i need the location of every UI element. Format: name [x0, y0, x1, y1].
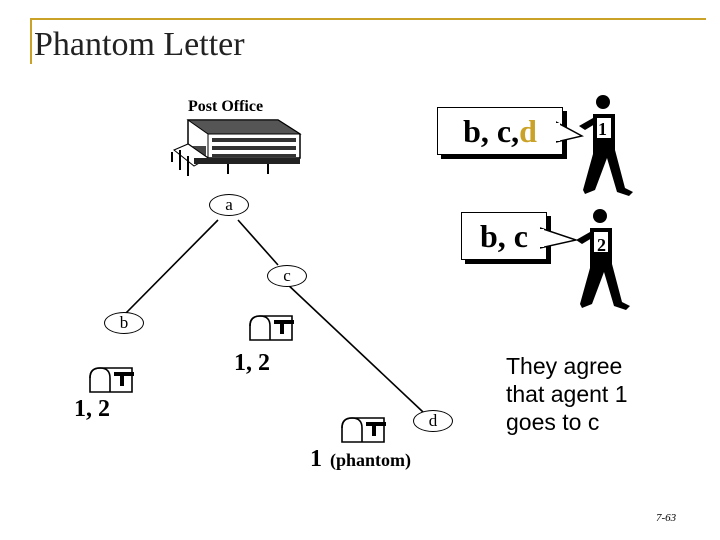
- edge-c-d: [284, 281, 424, 413]
- node-a: a: [209, 194, 249, 216]
- node-d: d: [413, 410, 453, 432]
- bubble-1-text: b, c,: [463, 112, 520, 149]
- mailbox-d-label: 1 (phantom): [310, 446, 411, 473]
- bubble-2-pointer: [540, 227, 579, 249]
- node-c: c: [267, 265, 307, 287]
- agent-2-number: 2: [597, 235, 606, 255]
- node-b: b: [104, 312, 144, 334]
- caption-line-1: They agree: [506, 353, 623, 379]
- mailbox-d-icon: [341, 417, 386, 443]
- slide-title: Phantom Letter: [34, 26, 245, 63]
- mailbox-c-label: 1, 2: [234, 350, 270, 376]
- agreement-caption: They agree that agent 1 goes to c: [506, 352, 706, 436]
- slide-number: 7-63: [656, 512, 677, 524]
- edge-a-b: [124, 219, 219, 315]
- edge-a-c: [237, 219, 279, 266]
- agent-1-number: 1: [598, 119, 607, 139]
- mailbox-c-icon: [249, 315, 294, 341]
- mailbox-b-icon: [89, 367, 134, 393]
- post-office-building-icon: [171, 119, 302, 176]
- agent-2-figure-icon: [576, 209, 630, 310]
- mailbox-d-phantom-note: (phantom): [330, 450, 412, 470]
- agent-1-figure-icon: [579, 95, 633, 196]
- speech-bubble-agent-1: b, c, d: [437, 107, 563, 155]
- bubble-1-highlight: d: [519, 112, 537, 149]
- caption-line-2: that agent 1: [506, 381, 628, 407]
- bubble-1-pointer: [556, 121, 584, 143]
- caption-line-3: goes to c: [506, 409, 600, 435]
- mailbox-d-number: 1: [310, 446, 322, 472]
- frame-left-rule: [30, 18, 32, 64]
- mailbox-b-label: 1, 2: [74, 396, 110, 422]
- post-office-label: Post Office: [188, 98, 264, 115]
- frame-top-rule: [30, 18, 706, 20]
- speech-bubble-agent-2: b, c: [461, 212, 547, 260]
